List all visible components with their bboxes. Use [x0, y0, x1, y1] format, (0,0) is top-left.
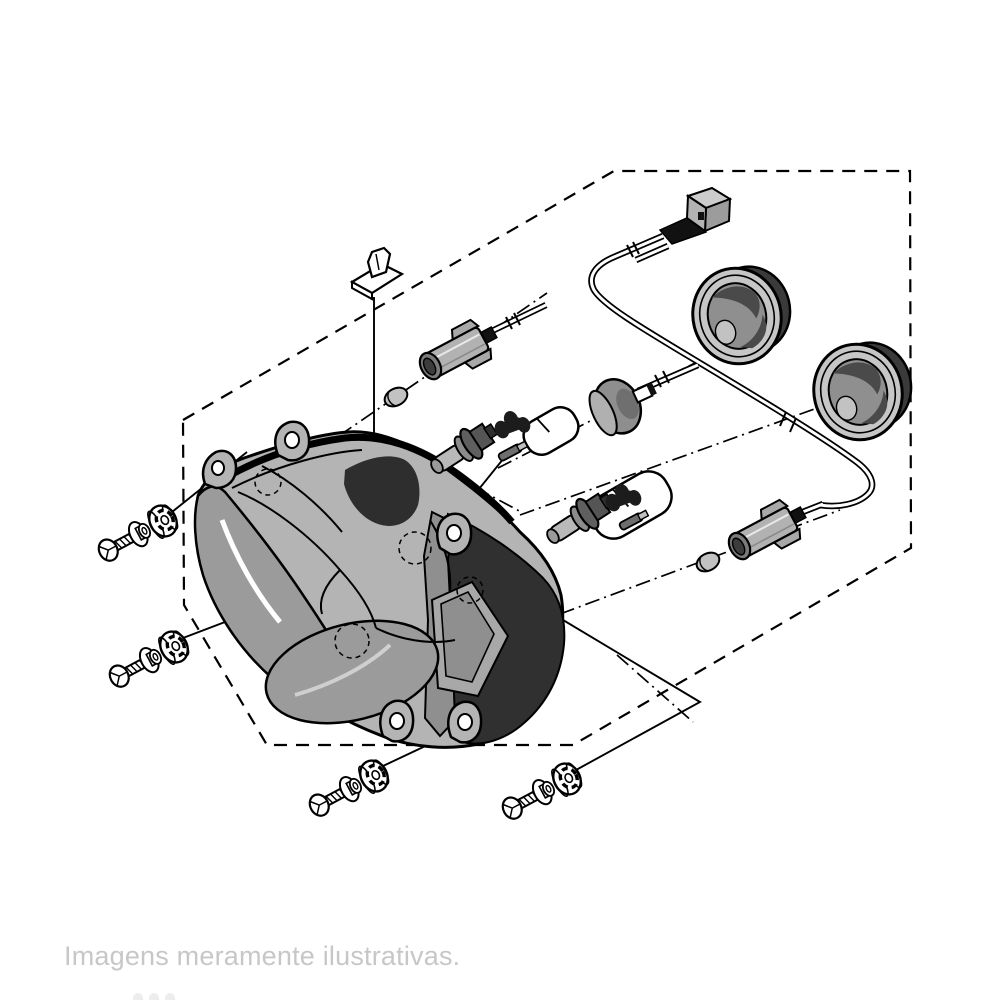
bolt-washer-grommet-set-3 — [302, 754, 395, 826]
headlight-mounting-lugs — [201, 420, 483, 744]
headlight-top-band — [223, 433, 515, 525]
cropped-watermark-fragment — [133, 993, 213, 1000]
headlight-top-opening — [344, 456, 420, 526]
headlight-top-band-line — [231, 449, 363, 489]
caption-text: Imagens meramente ilustrativas. — [64, 941, 461, 971]
headlight-dashed-circles — [254, 468, 484, 659]
headlight-assembly — [193, 420, 566, 749]
lens-swoosh — [294, 643, 392, 697]
harness-wiring — [490, 233, 876, 521]
rubber-cover-1 — [681, 254, 803, 375]
headlight-projector-inner — [440, 590, 495, 683]
rubber-cover-2 — [802, 330, 924, 451]
headlight-detail-lines — [237, 465, 456, 643]
bolt-washer-grommet-set-2 — [102, 625, 195, 697]
wire-clip — [349, 246, 405, 301]
wedge-bulb-1 — [380, 382, 412, 412]
bulb-socket-1 — [410, 311, 506, 392]
rubber-boot — [588, 378, 657, 437]
bolt-washer-grommet-set-1 — [91, 499, 184, 571]
lens-highlight — [219, 519, 282, 624]
harness-connector — [658, 186, 733, 245]
bolt-washer-grommet-set-4 — [495, 757, 588, 829]
dashed-boundary — [181, 169, 913, 747]
terminal-1 — [496, 439, 529, 463]
bulb-socket-2 — [719, 491, 815, 572]
wedge-bulb-2 — [692, 547, 724, 577]
